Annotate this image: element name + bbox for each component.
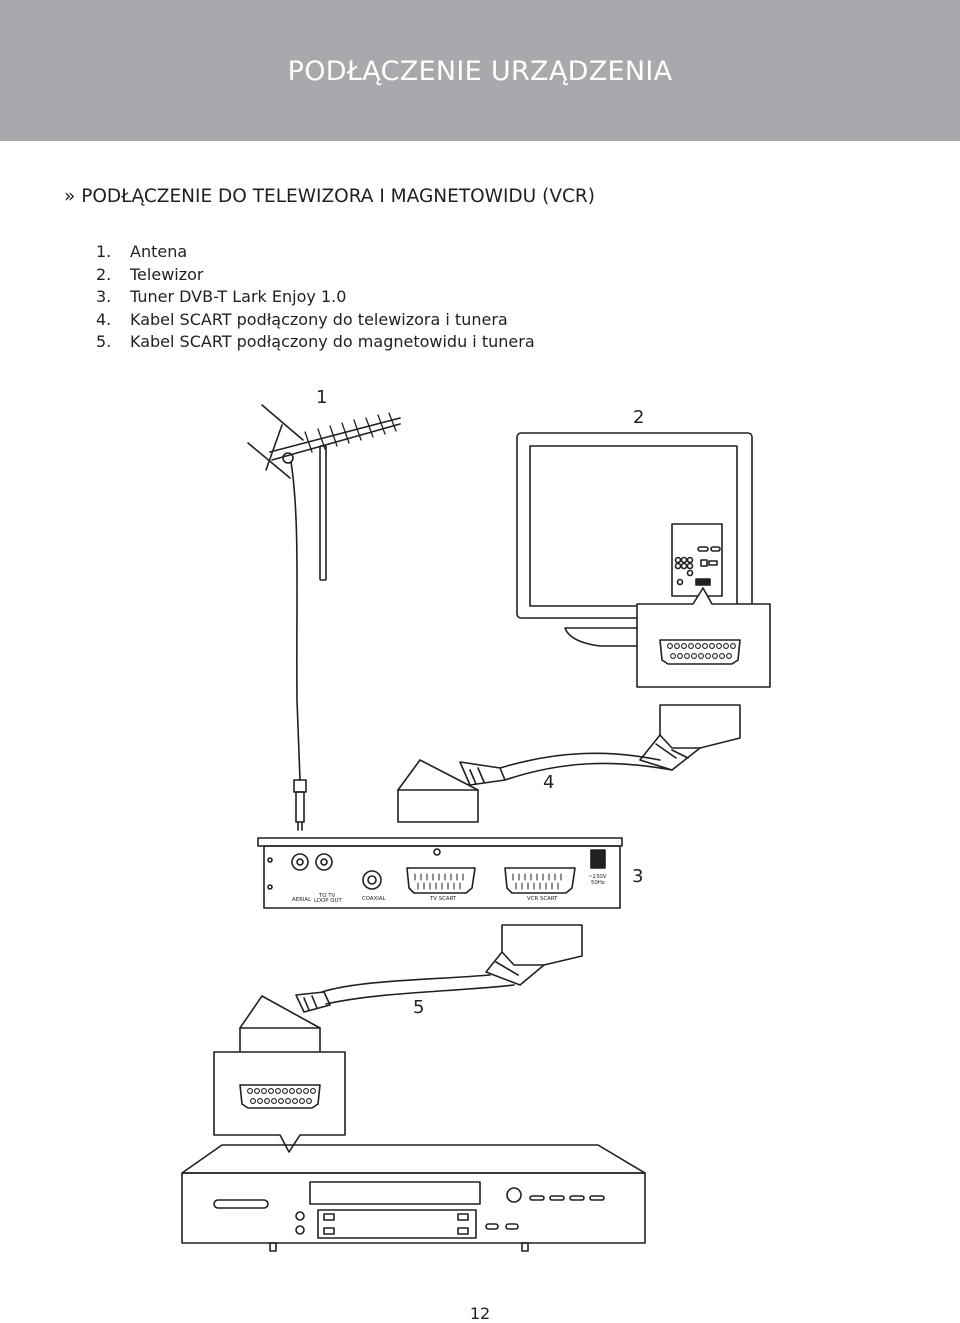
tuner-callout-number: 3 <box>632 866 643 887</box>
page-number: 12 <box>469 1304 491 1323</box>
vcr-illustration <box>181 1144 646 1252</box>
antenna-illustration <box>247 404 401 831</box>
coaxial-label: COAXIAL <box>362 896 386 902</box>
section-heading: » PODŁĄCZENIE DO TELEWIZORA I MAGNETOWID… <box>64 186 595 207</box>
power-voltage-label: ~230V <box>588 874 607 880</box>
list-item: 3.Tuner DVB-T Lark Enjoy 1.0 <box>96 287 347 307</box>
cable-tv-callout-number: 4 <box>543 772 554 793</box>
cable-vcr-callout-number: 5 <box>413 997 424 1018</box>
to-tv-label: TO TV <box>318 893 336 899</box>
tuner-illustration <box>257 837 623 909</box>
power-frequency-label: 50Hz <box>591 880 605 886</box>
scart-cable-vcr <box>239 924 583 1059</box>
tv-scart-label: TV SCART <box>429 896 457 902</box>
list-item: 4.Kabel SCART podłączony do telewizora i… <box>96 309 508 329</box>
antenna-callout-number: 1 <box>316 387 327 408</box>
vcr-scart-label: VCR SCART <box>527 896 558 902</box>
connection-diagram: 1 2 4 3 5 AERIAL TO TV LOOP OUT COAXIAL … <box>181 387 771 1252</box>
tv-scart-callout <box>636 587 771 688</box>
vcr-scart-callout <box>213 1051 346 1153</box>
header-bar <box>0 0 960 141</box>
list-item: 1.Antena <box>96 242 188 261</box>
component-list: 1.Antena 2.Telewizor 3.Tuner DVB-T Lark … <box>96 241 535 354</box>
loop-out-label: LOOP OUT <box>314 898 342 904</box>
aerial-label: AERIAL <box>292 897 311 903</box>
list-item: 2.Telewizor <box>96 264 204 284</box>
list-item: 5.Kabel SCART podłączony do magnetowidu … <box>96 332 535 352</box>
page-title: PODŁĄCZENIE URZĄDZENIA <box>287 56 673 87</box>
tv-callout-number: 2 <box>633 407 644 428</box>
scart-cable-tv <box>397 704 741 823</box>
